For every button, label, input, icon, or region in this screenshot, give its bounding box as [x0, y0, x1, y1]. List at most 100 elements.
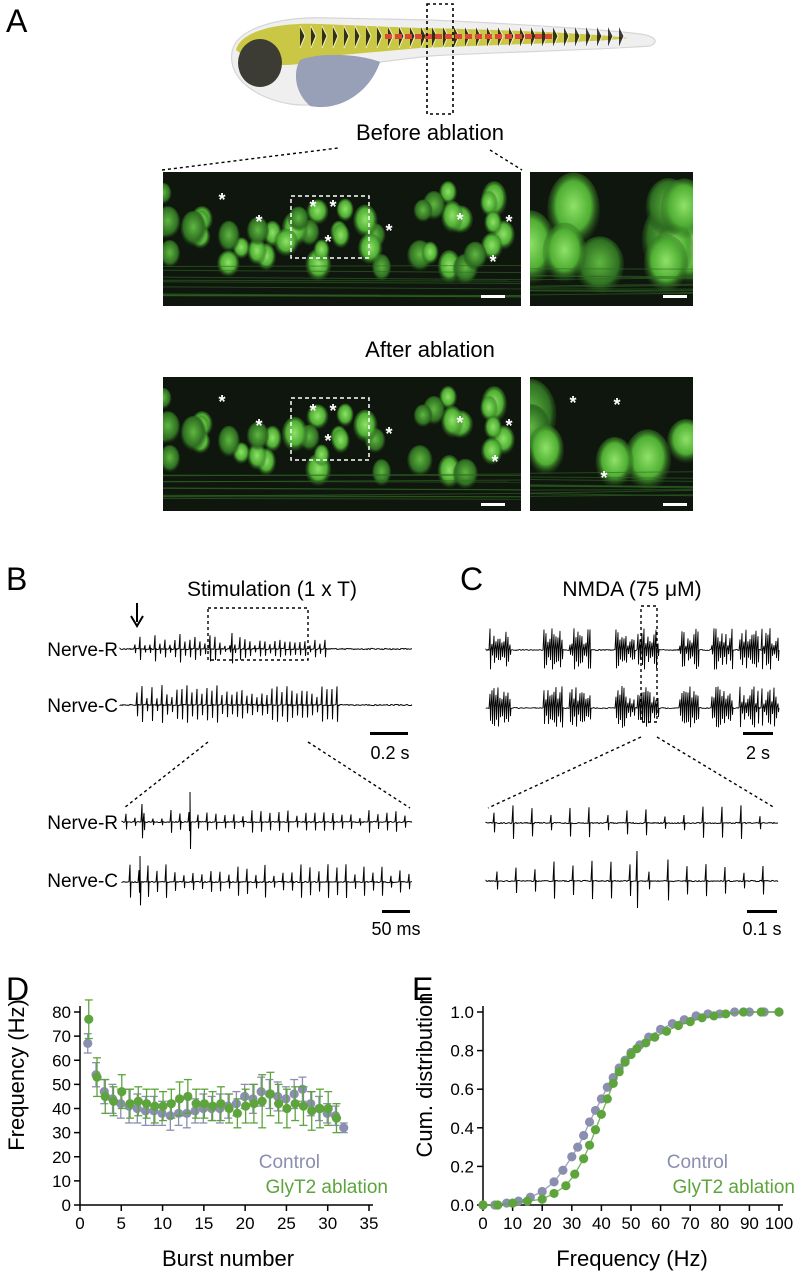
data-point — [650, 1032, 660, 1042]
data-point — [558, 1165, 568, 1175]
nerve-c-trace-nmda-expanded — [485, 850, 779, 909]
x-tick-label: 30 — [562, 1214, 581, 1233]
data-point — [661, 1026, 672, 1036]
y-tick-label: 0 — [62, 1196, 71, 1215]
x-tick-label: 20 — [236, 1214, 255, 1233]
data-point — [289, 1089, 299, 1099]
data-point — [140, 1106, 151, 1116]
scale-bar — [382, 910, 410, 913]
data-point — [92, 1072, 102, 1082]
data-point — [108, 1096, 119, 1106]
before-ablation-image — [163, 172, 521, 306]
nerve-r-label: Nerve-R — [47, 640, 118, 661]
nerve-c-trace-expanded — [121, 855, 413, 906]
x-tick-label: 5 — [117, 1214, 126, 1233]
x-tick-label: 25 — [277, 1214, 296, 1233]
scale-bar — [747, 910, 777, 913]
y-tick-label: 0.6 — [450, 1080, 474, 1099]
asterisk-marker: * — [324, 431, 331, 451]
data-point — [608, 1078, 618, 1089]
x-tick-label: 60 — [651, 1214, 670, 1233]
data-point — [507, 1198, 518, 1208]
asterisk-marker: * — [456, 210, 463, 230]
panel-letter-d: D — [6, 971, 29, 1007]
data-point — [738, 1007, 749, 1017]
expanded-region-box — [207, 607, 309, 661]
asterisk-marker: * — [329, 197, 336, 217]
data-point — [224, 1103, 234, 1114]
panel-letter-c: C — [460, 561, 483, 597]
data-point — [561, 1181, 571, 1191]
data-point — [199, 1099, 209, 1109]
series-1 — [478, 1007, 784, 1210]
data-point — [240, 1091, 250, 1102]
chart-d-xlabel: Burst number — [162, 1246, 294, 1271]
data-point — [584, 1117, 595, 1127]
y-tick-label: 60 — [52, 1051, 71, 1070]
nerve-r-trace-nmda-expanded — [485, 805, 779, 839]
data-point — [339, 1123, 349, 1133]
data-point — [315, 1103, 325, 1114]
nerve-c-label: Nerve-C — [47, 696, 118, 717]
data-point — [549, 1188, 559, 1199]
data-point — [173, 1108, 184, 1118]
data-point — [632, 1044, 642, 1054]
chart-e-ylabel: Cum. distribution — [412, 992, 437, 1157]
before-ablation-zoom-image — [530, 172, 693, 306]
data-point — [697, 1013, 707, 1023]
data-point — [174, 1094, 185, 1104]
y-tick-label: 30 — [52, 1124, 71, 1143]
y-tick-label: 50 — [52, 1075, 71, 1094]
chart-d-legend-glyt2: GlyT2 ablation — [265, 1177, 388, 1198]
asterisk-marker: * — [600, 468, 607, 488]
asterisk-marker: * — [569, 393, 576, 413]
data-point — [183, 1091, 193, 1102]
asterisk-marker: * — [613, 395, 620, 415]
data-point — [83, 1038, 93, 1048]
zoom-region-box — [290, 397, 370, 461]
scale-bar — [663, 295, 687, 298]
data-point — [549, 1177, 559, 1187]
x-tick-label: 0 — [75, 1214, 84, 1233]
data-point — [165, 1111, 175, 1121]
data-point — [191, 1099, 201, 1109]
data-point — [573, 1142, 583, 1152]
x-tick-label: 10 — [153, 1214, 172, 1233]
data-point — [166, 1099, 176, 1109]
y-tick-label: 0.2 — [450, 1157, 474, 1176]
nerve-c-trace — [119, 685, 413, 723]
data-point — [132, 1103, 142, 1114]
data-point — [579, 1154, 589, 1164]
asterisk-marker: * — [218, 392, 225, 412]
asterisk-marker: * — [385, 221, 392, 241]
data-point — [537, 1186, 547, 1197]
x-tick-label: 50 — [622, 1214, 641, 1233]
asterisk-marker: * — [329, 401, 336, 421]
chart-e-legend-control: Control — [667, 1152, 728, 1173]
data-point — [150, 1101, 160, 1111]
data-point — [641, 1038, 651, 1048]
nerve-c-trace-nmda — [485, 685, 780, 728]
after-ablation-label: After ablation — [365, 337, 495, 362]
chart-d-ylabel: Frequency (Hz) — [4, 999, 29, 1151]
data-point — [297, 1084, 308, 1094]
data-point — [281, 1094, 291, 1104]
scale-bar — [370, 732, 408, 735]
data-point — [596, 1109, 607, 1119]
x-tick-label: 80 — [710, 1214, 729, 1233]
y-tick-label: 40 — [52, 1100, 71, 1119]
x-tick-label: 70 — [681, 1214, 700, 1233]
nerve-r-trace-nmda — [485, 628, 780, 670]
y-tick-label: 20 — [52, 1148, 71, 1167]
data-point — [307, 1106, 317, 1116]
after-ablation-zoom-image — [530, 377, 693, 511]
scale-bar — [481, 503, 505, 506]
asterisk-marker: * — [255, 212, 262, 232]
x-tick-label: 20 — [533, 1214, 552, 1233]
data-point — [584, 1140, 595, 1150]
scale-bar — [743, 732, 773, 735]
data-point — [158, 1101, 168, 1111]
data-point — [116, 1099, 126, 1109]
x-tick-label: 35 — [360, 1214, 379, 1233]
